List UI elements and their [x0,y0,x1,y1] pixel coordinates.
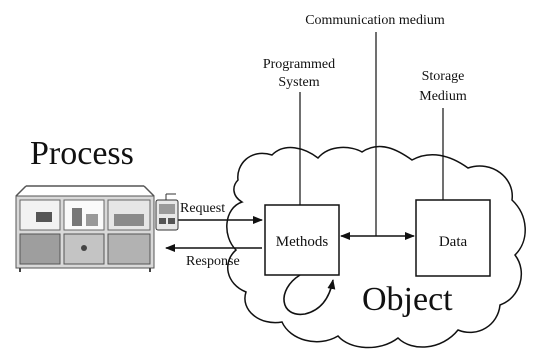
programmed-system-label-line2: System [278,75,319,90]
methods-box [264,204,340,276]
methods-self-loop-arrow [283,274,336,316]
data-label: Data [439,234,468,250]
programmed-system-label-line1: Programmed [263,57,335,72]
controller-device-icon [155,193,179,231]
object-cloud-outline [226,145,526,349]
data-box [415,199,491,277]
methods-label: Methods [276,234,329,250]
request-label: Request [180,201,225,216]
process-label: Process [30,135,134,172]
storage-medium-label-line1: Storage [422,69,465,84]
communication-medium-label: Communication medium [305,13,445,28]
response-label: Response [186,254,240,269]
storage-medium-label-line2: Medium [419,89,467,104]
object-label: Object [362,281,453,318]
process-machine-illustration [15,185,155,272]
